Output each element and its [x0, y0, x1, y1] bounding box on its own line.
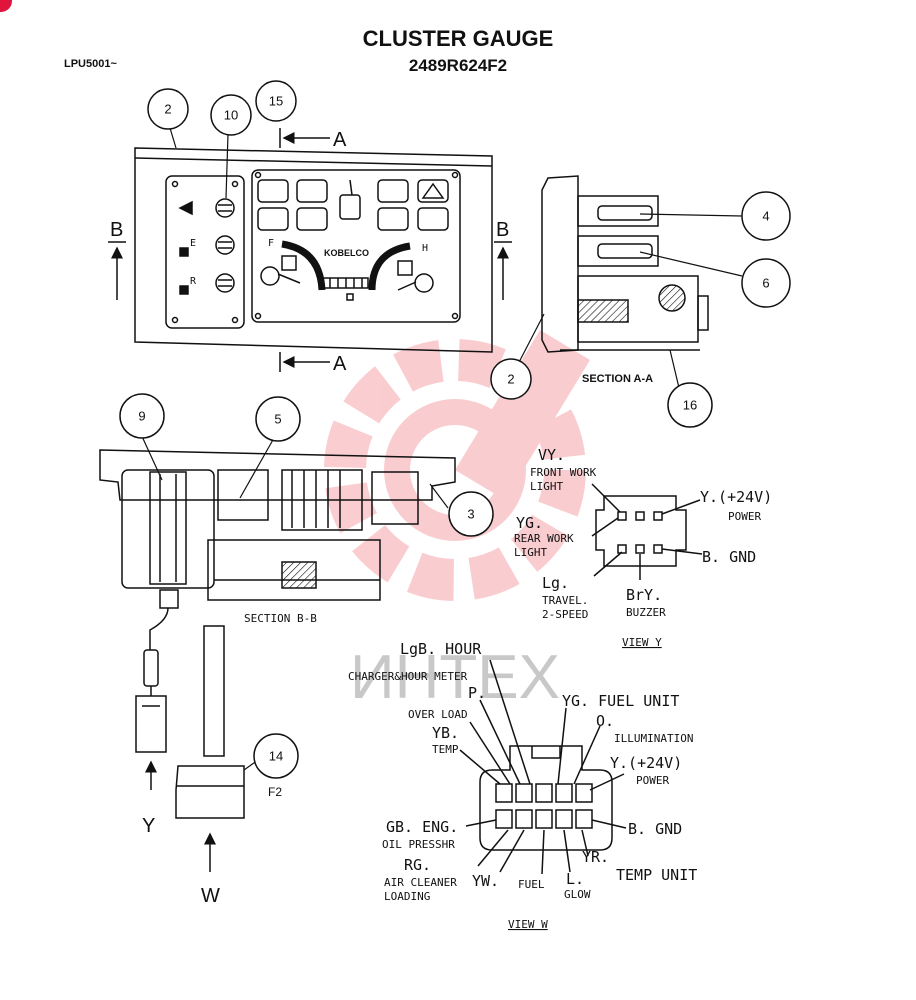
w-pin-o: O. — [596, 712, 614, 730]
w-pin-power-desc: POWER — [636, 774, 669, 787]
w-pin-gnd: B. GND — [628, 820, 682, 838]
w-pin-lgb: LgB. HOUR — [400, 640, 482, 658]
w-pin-yb: YB. — [432, 724, 459, 742]
y-pin-power: Y.(+24V) — [700, 488, 772, 506]
w-pin-yr-desc: TEMP UNIT — [616, 866, 697, 884]
temp-hot-mark: H — [422, 243, 428, 254]
view-w-labels: LgB. HOUR CHARGER&HOUR METER P. OVER LOA… — [348, 640, 697, 903]
view-y-marker: Y — [142, 815, 155, 837]
y-pin-gnd: B. GND — [702, 548, 756, 566]
w-pin-gb-desc: OIL PRESSHR — [382, 838, 455, 851]
callout-5: 5 — [274, 412, 281, 427]
f2-label: F2 — [268, 785, 282, 799]
section-aa-caption: SECTION A-A — [582, 373, 653, 385]
y-pin-vy-desc2: LIGHT — [530, 480, 563, 493]
gauge-face-labels: KOBELCO F H E R — [190, 238, 428, 287]
w-pin-yb-desc: TEMP — [432, 743, 459, 756]
w-pin-yw: YW. — [472, 872, 499, 890]
callout-6: 6 — [762, 276, 769, 291]
w-pin-yg: YG. FUEL UNIT — [562, 692, 679, 710]
view-w-connector — [459, 659, 627, 875]
section-a-markers — [279, 128, 330, 372]
w-pin-p: P. — [468, 684, 486, 702]
y-pin-yg-desc2: LIGHT — [514, 546, 547, 559]
w-pin-lgb-desc: CHARGER&HOUR METER — [348, 670, 468, 683]
w-pin-l-desc: GLOW — [564, 888, 591, 901]
y-pin-vy-desc1: FRONT WORK — [530, 466, 597, 479]
cluster-front-view — [134, 147, 493, 353]
callout-14: 14 — [269, 749, 283, 764]
callout-4: 4 — [762, 209, 769, 224]
view-y-caption: VIEW Y — [622, 636, 662, 649]
w-pin-gb: GB. ENG. — [386, 818, 458, 836]
callout-2: 2 — [164, 102, 171, 117]
w-pin-o-desc: ILLUMINATION — [614, 732, 693, 745]
view-y-connector — [591, 483, 703, 580]
view-y-labels: VY. FRONT WORK LIGHT YG. REAR WORK LIGHT… — [514, 446, 772, 621]
section-a-label-top: A — [333, 129, 347, 151]
watermark-text: ИНТЕХ — [350, 643, 560, 712]
callout-16: 16 — [683, 398, 697, 413]
y-pin-yg: YG. — [516, 514, 543, 532]
harness-drawing — [135, 607, 245, 872]
section-aa-drawing — [541, 175, 709, 353]
gauge-brand: KOBELCO — [324, 248, 369, 258]
w-pin-p-desc: OVER LOAD — [408, 708, 468, 721]
callout-2-side: 2 — [507, 372, 514, 387]
section-b-label-left: B — [110, 219, 123, 241]
section-bb-drawing — [99, 449, 456, 609]
callout-15: 15 — [269, 94, 283, 109]
callout-9: 9 — [138, 409, 145, 424]
section-a-label-bottom: A — [333, 353, 347, 375]
y-pin-lg-desc2: 2-SPEED — [542, 608, 588, 621]
callout-bubbles — [119, 80, 791, 779]
section-b-label-right: B — [496, 219, 509, 241]
fuel-empty-mark: F — [268, 238, 274, 249]
section-bb-caption: SECTION B-B — [244, 612, 317, 625]
w-pin-l: L. — [566, 870, 584, 888]
part-number: 2489R624F2 — [408, 56, 508, 75]
indicator-e-mark: E — [190, 238, 196, 249]
y-pin-power-desc: POWER — [728, 510, 761, 523]
indicator-r-mark: R — [190, 276, 197, 287]
diagram-title: CLUSTER GAUGE — [362, 26, 554, 51]
callout-leaders — [139, 103, 743, 771]
y-pin-bry: BrY. — [626, 586, 662, 604]
w-pin-rg-desc1: AIR CLEANER — [384, 876, 457, 889]
y-pin-yg-desc1: REAR WORK — [514, 532, 574, 545]
y-pin-bry-desc: BUZZER — [626, 606, 666, 619]
y-pin-lg: Lg. — [542, 574, 569, 592]
w-pin-rg: RG. — [404, 856, 431, 874]
w-pin-rg-desc2: LOADING — [384, 890, 430, 903]
document-id: LPU5001~ — [64, 58, 117, 70]
callout-10: 10 — [224, 108, 238, 123]
view-w-marker: W — [201, 885, 220, 907]
section-b-markers — [108, 241, 512, 300]
w-pin-yr: YR. — [582, 848, 609, 866]
view-w-caption: VIEW W — [508, 918, 548, 931]
callout-numbers: 2 10 15 4 6 2 16 9 5 3 14 — [138, 94, 769, 764]
y-pin-lg-desc1: TRAVEL. — [542, 594, 588, 607]
callout-3: 3 — [467, 507, 474, 522]
w-pin-power: Y.(+24V) — [610, 754, 682, 772]
w-pin-fuel: FUEL — [518, 878, 545, 891]
y-pin-vy: VY. — [538, 446, 565, 464]
